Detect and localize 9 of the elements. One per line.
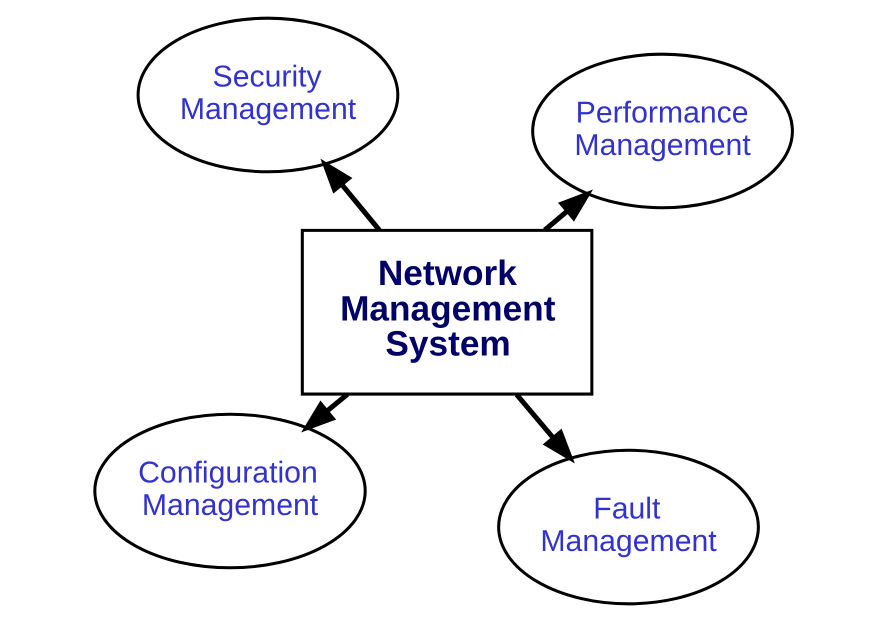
arrow xyxy=(542,189,593,232)
node-ellipse: Security Management xyxy=(136,16,399,174)
node-ellipse: Configuration Management xyxy=(92,412,366,570)
node-ellipse: Performance Management xyxy=(530,52,794,210)
arrow xyxy=(300,392,349,432)
node-ellipse: Fault Management xyxy=(496,448,760,606)
arrow xyxy=(514,393,574,464)
arrow xyxy=(320,158,381,232)
node-box: Network Management System xyxy=(300,228,593,396)
